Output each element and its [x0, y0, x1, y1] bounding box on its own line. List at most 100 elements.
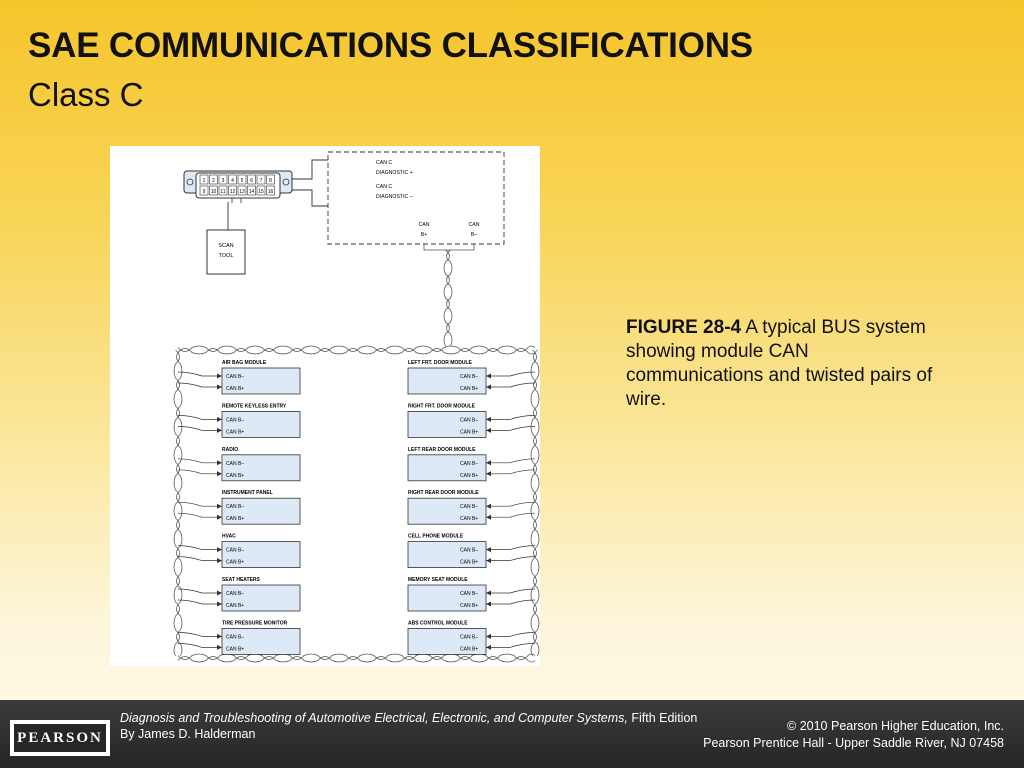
connector-pin-number: 9	[203, 189, 206, 195]
connector-pin-number: 16	[268, 189, 274, 195]
connector-pin	[218, 174, 228, 185]
connector-pin-number: 15	[258, 189, 264, 195]
module-label: ABS CONTROL MODULE	[408, 620, 468, 626]
connector-pin-number: 14	[249, 189, 255, 195]
module-label: AIR BAG MODULE	[222, 360, 267, 366]
module-box	[407, 541, 487, 569]
module-box	[407, 367, 487, 395]
pin-can-plus: CAN B+	[460, 646, 478, 652]
connector-pin	[256, 174, 266, 185]
module-label: CELL PHONE MODULE	[408, 534, 464, 540]
module-box	[221, 584, 301, 612]
module-box	[221, 410, 301, 438]
gateway-can-minus-2: B–	[471, 232, 477, 238]
publisher-text: Pearson Prentice Hall - Upper Saddle Riv…	[703, 736, 1004, 750]
module-right-0: LEFT FRT. DOOR MODULE CAN B– CAN B+	[407, 360, 536, 395]
slide-subtitle: Class C	[28, 76, 144, 113]
twisted-pair-bus-loop	[173, 345, 540, 663]
pearson-logo-text: PEARSON	[14, 724, 106, 752]
connector-pin	[199, 174, 209, 185]
pin-can-minus: CAN B–	[460, 374, 478, 380]
module-right-4: CELL PHONE MODULE CAN B– CAN B+	[407, 534, 536, 569]
copyright-block: © 2010 Pearson Higher Education, Inc. Pe…	[703, 718, 1004, 752]
gateway-line-4: DIAGNOSTIC –	[376, 194, 413, 200]
pin-can-plus: CAN B+	[460, 603, 478, 609]
connector-pin	[228, 174, 237, 185]
module-left-6: TIRE PRESSURE MONITOR CAN B– CAN B+	[177, 620, 301, 655]
pin-can-plus: CAN B+	[460, 429, 478, 435]
pin-can-plus: CAN B+	[226, 646, 244, 652]
module-box	[221, 497, 301, 525]
module-box	[407, 497, 487, 525]
connector-pin	[266, 185, 275, 196]
connector-pin-number: 5	[241, 178, 244, 184]
gateway-can-minus-1: CAN	[469, 222, 480, 228]
module-label: RADIO	[222, 447, 238, 453]
pin-can-plus: CAN B+	[460, 560, 478, 566]
pin-can-minus: CAN B–	[226, 634, 244, 640]
module-label: TIRE PRESSURE MONITOR	[222, 620, 288, 626]
connector-pin-number: 4	[231, 178, 234, 184]
connector-pin-number: 2	[212, 178, 215, 184]
module-label: SEAT HEATERS	[222, 577, 261, 583]
module-box	[407, 410, 487, 438]
module-box	[407, 584, 487, 612]
connector-pin	[199, 185, 209, 196]
pin-can-minus: CAN B–	[226, 461, 244, 467]
pin-can-minus: CAN B–	[460, 634, 478, 640]
connector-pin-number: 3	[222, 178, 225, 184]
pearson-logo: PEARSON	[10, 720, 110, 756]
module-left-2: RADIO CAN B– CAN B+	[177, 447, 301, 482]
scan-tool-label-1: SCAN	[218, 243, 233, 249]
connector-pin	[237, 185, 247, 196]
pin-can-plus: CAN B+	[226, 516, 244, 522]
pin-can-plus: CAN B+	[460, 473, 478, 479]
slide-title: SAE COMMUNICATIONS CLASSIFICATIONS	[28, 26, 753, 65]
connector-pin-number: 12	[230, 189, 236, 195]
connector-pin-number: 10	[211, 189, 217, 195]
connector-pin-number: 7	[260, 178, 263, 184]
pin-can-minus: CAN B–	[226, 548, 244, 554]
pin-can-minus: CAN B–	[460, 504, 478, 510]
connector-pin-number: 11	[220, 189, 225, 195]
module-label: RIGHT REAR DOOR MODULE	[408, 490, 479, 496]
connector-pin	[247, 174, 256, 185]
twisted-pair-trunk	[423, 244, 475, 347]
connector-pin-number: 13	[239, 189, 245, 195]
gateway-line-1: CAN C	[376, 160, 392, 166]
pin-can-plus: CAN B+	[460, 386, 478, 392]
module-label: LEFT FRT. DOOR MODULE	[408, 360, 473, 366]
connector-pin-number: 8	[269, 178, 272, 184]
pin-can-plus: CAN B+	[226, 473, 244, 479]
figure-number: FIGURE 28-4	[626, 317, 742, 338]
gateway-line-2: DIAGNOSTIC +	[376, 170, 413, 176]
pin-can-plus: CAN B+	[460, 516, 478, 522]
pin-can-minus: CAN B–	[226, 417, 244, 423]
book-title: Diagnosis and Troubleshooting of Automot…	[120, 711, 628, 725]
pin-can-minus: CAN B–	[460, 548, 478, 554]
connector-pin	[209, 174, 218, 185]
connector-pin	[237, 174, 247, 185]
module-label: RIGHT FRT. DOOR MODULE	[408, 403, 476, 409]
scan-tool-box: SCAN TOOL	[206, 202, 246, 275]
module-box	[221, 541, 301, 569]
pin-can-minus: CAN B–	[460, 461, 478, 467]
gateway-module: CAN C DIAGNOSTIC + CAN C DIAGNOSTIC – CA…	[327, 151, 505, 245]
connector-pin	[228, 185, 237, 196]
connector-pin	[218, 185, 228, 196]
copyright-text: © 2010 Pearson Higher Education, Inc.	[787, 719, 1004, 733]
connector-pin-number: 6	[250, 178, 253, 184]
pin-can-minus: CAN B–	[226, 504, 244, 510]
pin-can-minus: CAN B–	[460, 591, 478, 597]
